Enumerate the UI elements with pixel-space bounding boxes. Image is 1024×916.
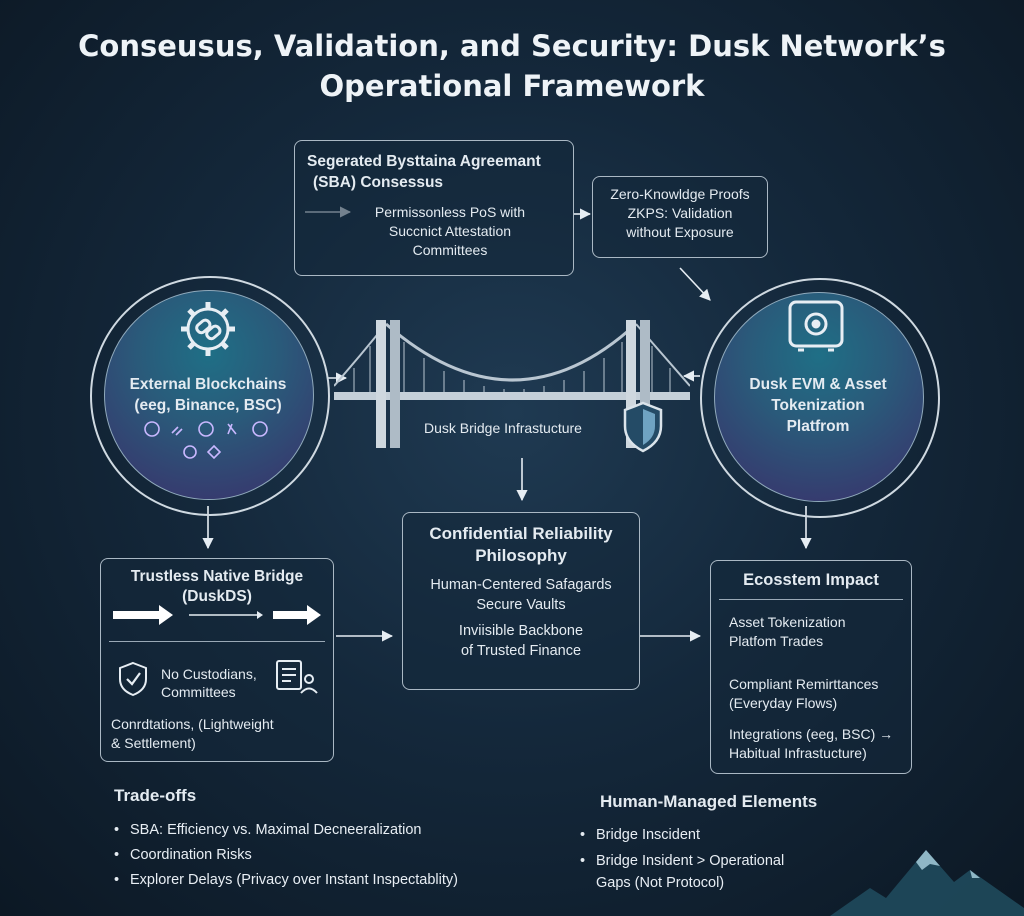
bridge-infrastructure-label: Dusk Bridge Infrastucture [424,420,582,436]
sba-consensus-box: Segerated Bysttaina Agreemant (SBA) Cons… [294,140,574,276]
dusk-evm-circle [700,278,940,518]
reliability-box: Confidential Reliability Philosophy Huma… [402,512,640,690]
page-title: Conseusus, Validation, and Security: Dus… [78,29,946,103]
sba-title: Segerated Bysttaina Agreemant [307,153,541,170]
human-managed-list: Bridge Inscident Bridge Insident > Opera… [580,824,840,894]
trustless-bridge-title: Trustless Native Bridge [130,568,304,585]
zkp-box: Zero-Knowldge Proofs ZKPS: Validation wi… [592,176,768,258]
list-item: Coordination Risks [114,843,554,868]
list-item: Bridge Insident > Operational Gaps (Not … [580,850,840,894]
reliability-title: Confidential Reliability [429,524,613,543]
list-item: Bridge Inscident [580,824,840,846]
bridge-illustration [334,320,690,448]
human-managed-title: Human-Managed Elements [600,792,818,811]
trustless-bridge-box: Trustless Native Bridge (DuskDS) No Cust… [100,558,334,762]
gear-chain-icon [181,302,235,356]
dusk-evm-label: Dusk EVM & Asset [749,376,887,393]
transfer-arrows-icon [113,605,321,625]
external-blockchains-label: External Blockchains [129,376,287,393]
chain-logos-icons [144,421,268,460]
ecosystem-title: Ecosstem Impact [743,571,879,589]
checklist-people-icon [276,660,318,694]
arrow-zkp-to-dusk [679,267,711,301]
vault-icon [788,300,844,352]
ecosystem-impact-box: Ecosstem Impact Asset Tokenization Platf… [710,560,912,774]
shield-icon [623,401,663,453]
divider [719,599,903,600]
check-shield-icon [119,661,147,697]
tradeoffs-list: SBA: Efficiency vs. Maximal Decneeraliza… [114,818,554,893]
sba-subtitle: Permissonless PoS with [374,204,526,220]
mountain-icon [830,850,1024,916]
list-item: Explorer Delays (Privacy over Instant In… [114,868,554,893]
divider [109,641,325,642]
list-item: SBA: Efficiency vs. Maximal Decneeraliza… [114,818,554,843]
tradeoffs-title: Trade-offs [114,786,197,805]
external-blockchains-circle [90,276,330,516]
